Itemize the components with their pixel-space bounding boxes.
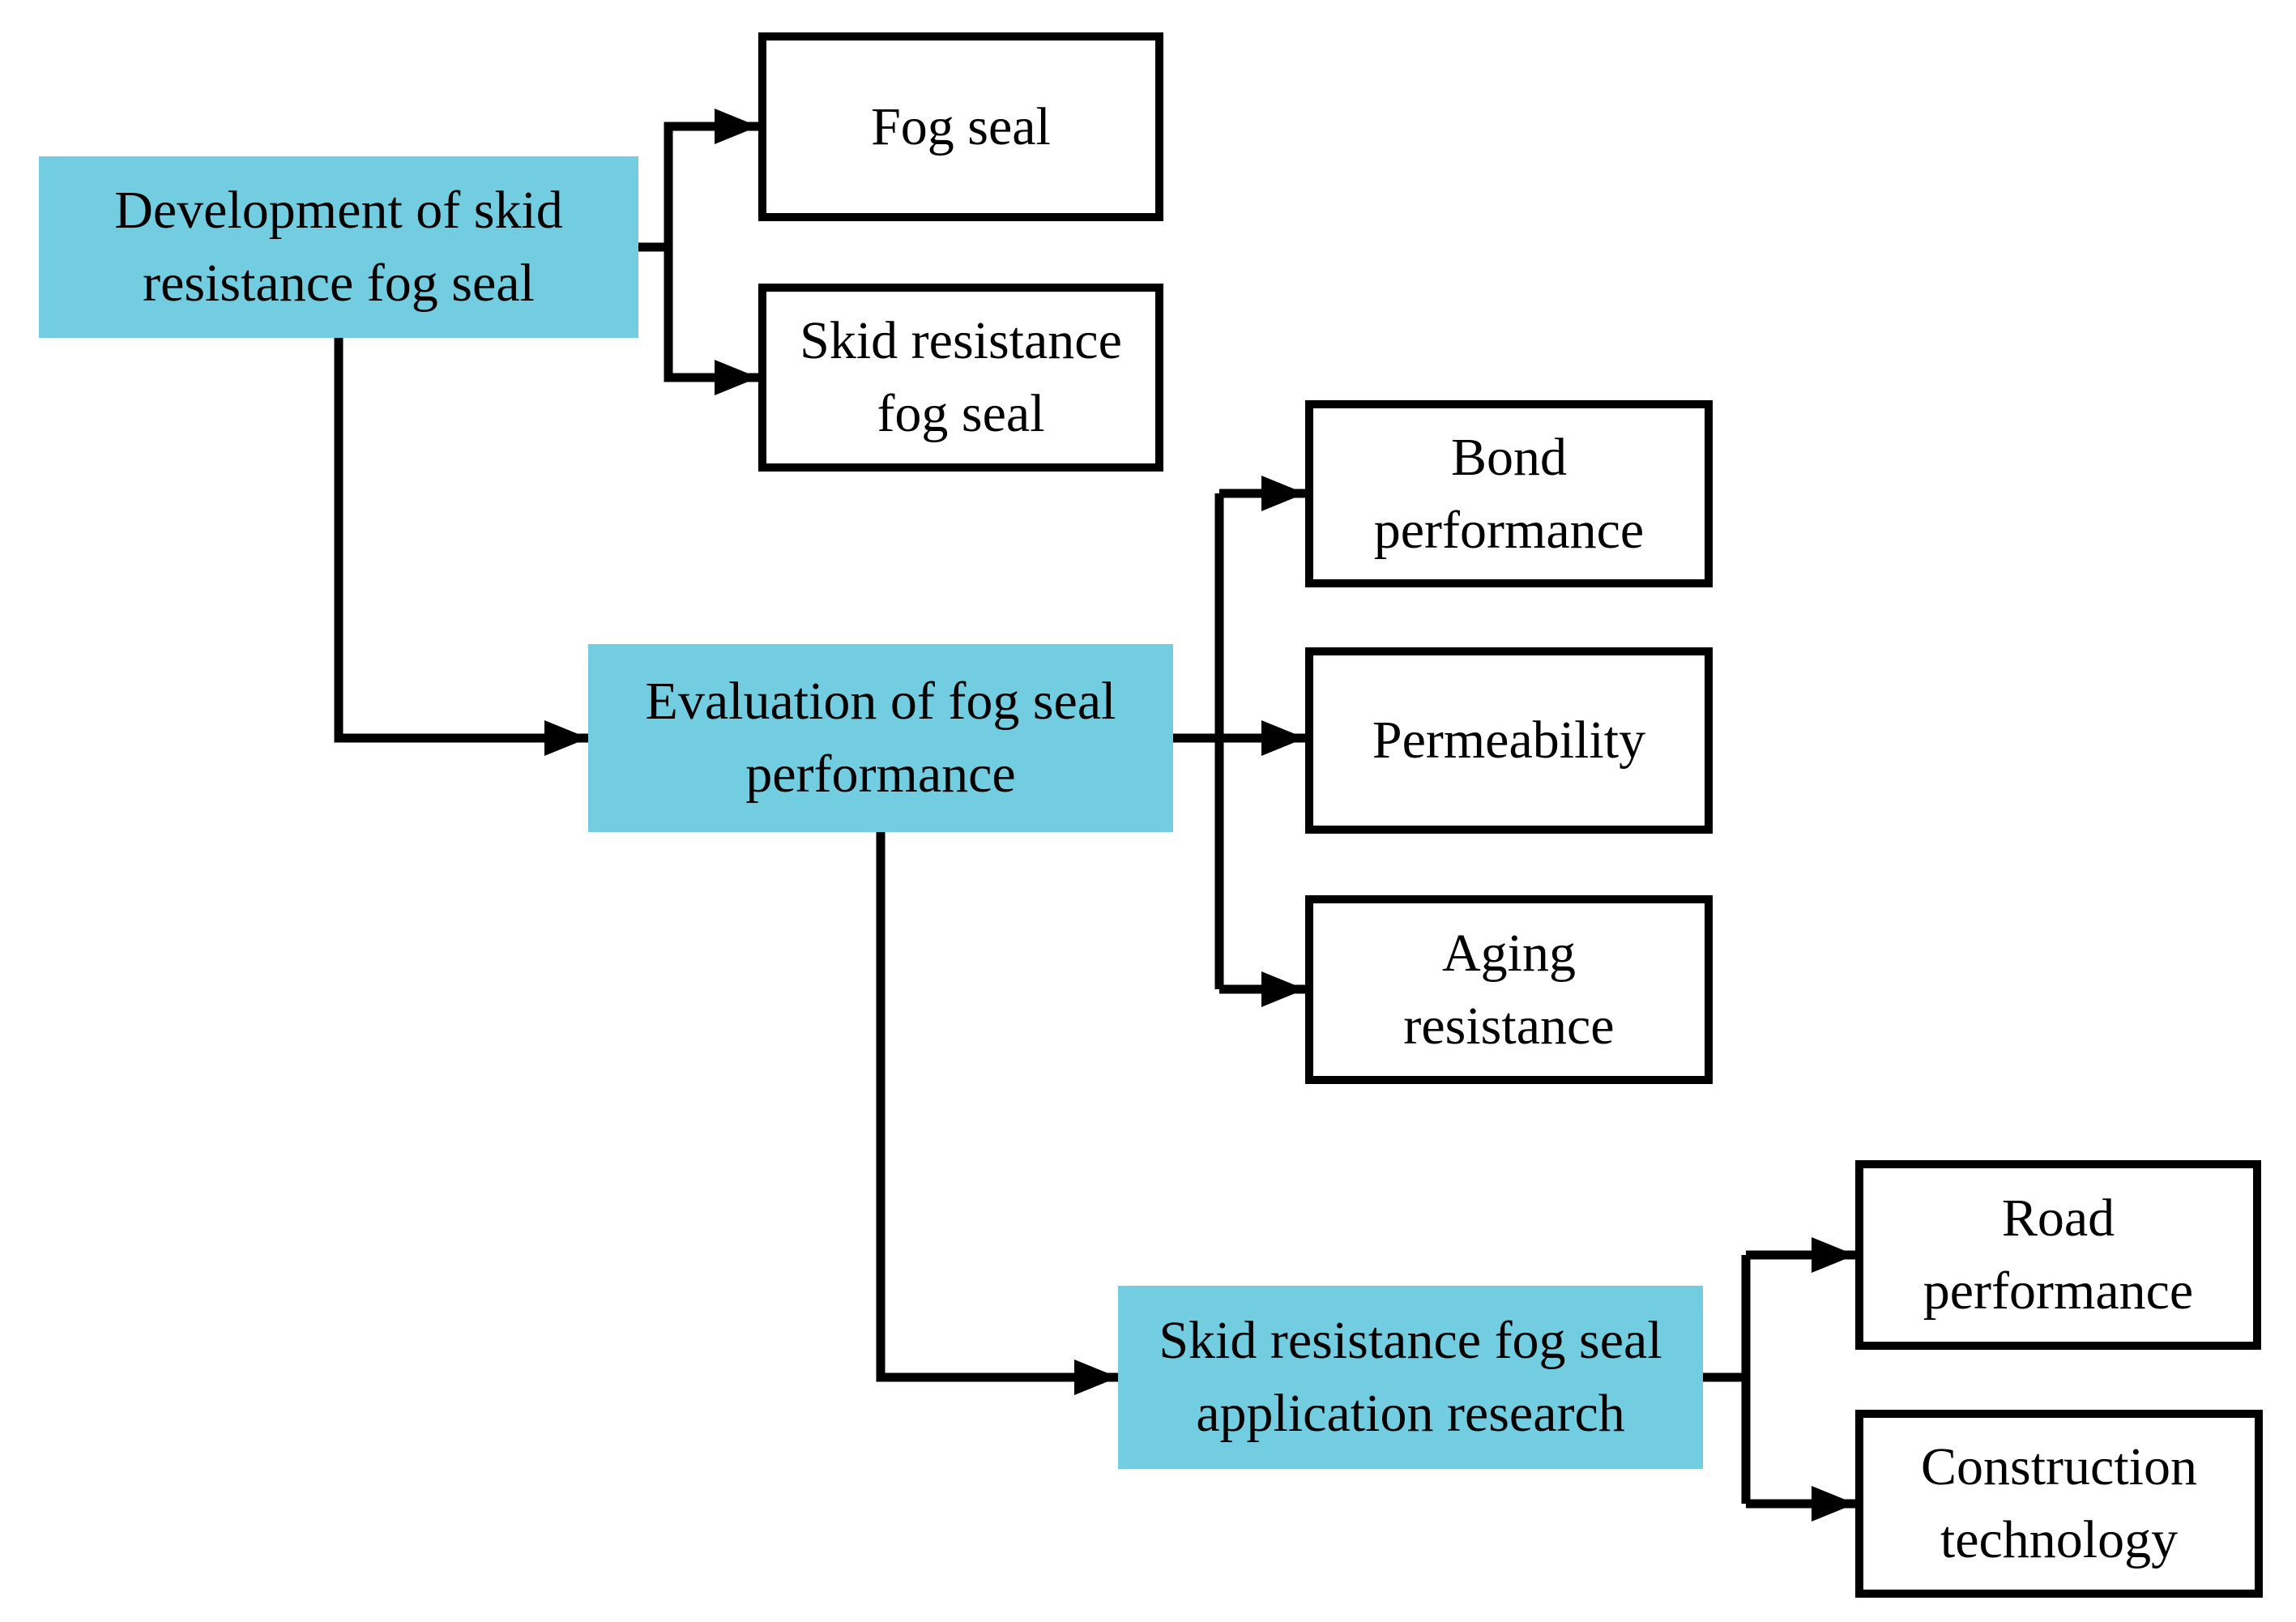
node-skid-resistance-fog-seal-label: Skid resistance fog seal [800, 311, 1122, 443]
node-permeability-label: Permeability [1372, 711, 1646, 770]
node-evaluation-label: Evaluation of fog seal performance [645, 672, 1116, 804]
node-application-research-label: Skid resistance fog seal application res… [1159, 1311, 1662, 1443]
node-evaluation: Evaluation of fog seal performance [588, 644, 1173, 832]
node-development-label: Development of skid resistance fog seal [114, 181, 563, 313]
node-construction-technology: Construction technology [1855, 1410, 2263, 1598]
edge-development-to-evaluation [334, 338, 588, 756]
edge-development-to-fog-seal [638, 109, 758, 252]
edge-evaluation-to-application-research [876, 832, 1118, 1395]
node-permeability: Permeability [1305, 647, 1713, 834]
node-fog-seal: Fog seal [758, 32, 1163, 221]
node-aging-resistance-label: Aging resistance [1403, 923, 1615, 1056]
node-road-performance: Road performance [1855, 1160, 2261, 1350]
node-bond-performance-label: Bond performance [1373, 427, 1645, 560]
edge-development-to-skid-resistance-fog-seal [664, 247, 758, 395]
node-fog-seal-label: Fog seal [871, 96, 1051, 156]
node-construction-technology-label: Construction technology [1921, 1437, 2197, 1569]
node-skid-resistance-fog-seal: Skid resistance fog seal [758, 284, 1163, 472]
node-road-performance-label: Road performance [1923, 1189, 2194, 1321]
node-bond-performance: Bond performance [1305, 400, 1713, 587]
node-aging-resistance: Aging resistance [1305, 895, 1713, 1084]
node-development: Development of skid resistance fog seal [39, 156, 638, 338]
node-application-research: Skid resistance fog seal application res… [1118, 1286, 1703, 1469]
